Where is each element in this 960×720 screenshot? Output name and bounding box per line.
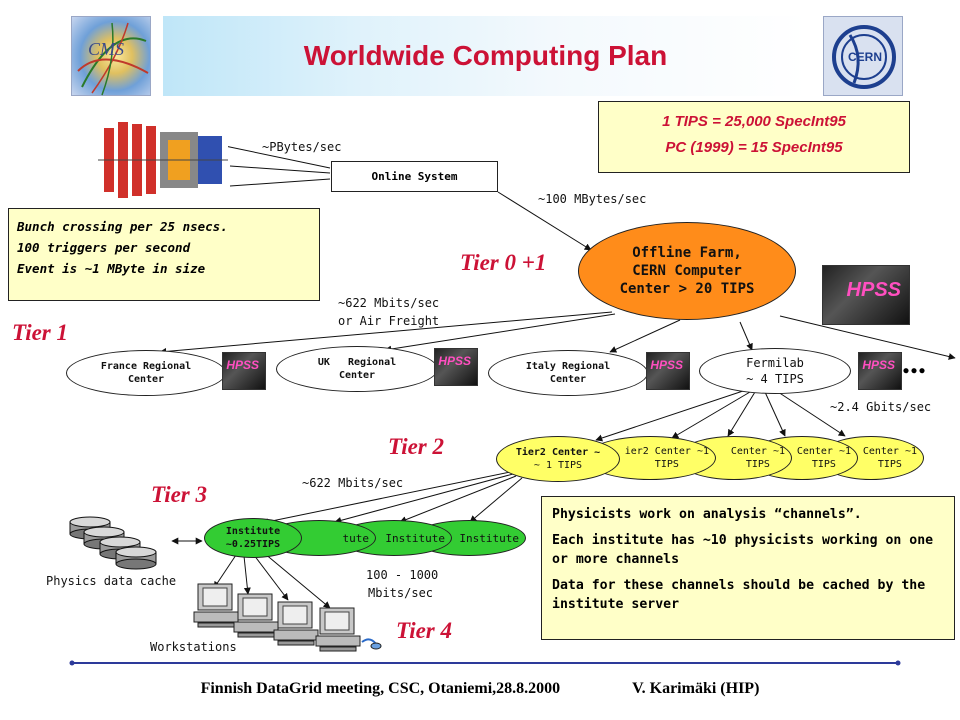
server-icon: HPSS: [646, 352, 690, 390]
tier-3-label: Tier 3: [151, 482, 207, 507]
institute-label: Institute: [385, 531, 445, 545]
center-line-1: UK Regional: [317, 357, 397, 368]
center-line-2: TIPS: [877, 459, 902, 470]
bunch-line-3: Event is ~1 MByte in size: [17, 261, 206, 276]
tier-4-label: Tier 4: [396, 618, 452, 643]
pbytes-label: ~PBytes/sec: [262, 140, 342, 154]
server-icon: HPSS: [222, 352, 266, 390]
workstations-label: Workstations: [150, 640, 237, 654]
gbits-24-label: ~2.4 Gbits/sec: [830, 400, 932, 414]
physics-data-cache-label: Physics data cache: [46, 574, 177, 588]
footer-author: V. Karimäki (HIP): [632, 680, 760, 697]
center-line-2: TIPS: [654, 459, 679, 470]
institute-node-main: Institute ~0.25TIPS: [204, 518, 302, 558]
bunch-line-2: 100 triggers per second: [17, 240, 191, 255]
institute-line-2: ~0.25TIPS: [225, 539, 281, 550]
offline-farm-line-3: Center > 20 TIPS: [619, 281, 755, 297]
offline-farm-line-2: CERN Computer: [632, 263, 742, 279]
disk-stack-icon: [68, 516, 168, 572]
hpss-label: HPSS: [650, 358, 683, 372]
offline-farm-line-1: Offline Farm,: [632, 245, 742, 261]
mbytes-100-label: ~100 MBytes/sec: [538, 192, 647, 206]
offline-farm-node: Offline Farm, CERN Computer Center > 20 …: [578, 222, 796, 320]
tier-0-label: Tier 0 +1: [460, 250, 547, 275]
center-line-1: Center ~1: [796, 446, 851, 457]
event-rate-box: Bunch crossing per 25 nsecs. 100 trigger…: [8, 208, 320, 301]
center-line-1: ier2 Center ~1: [624, 446, 709, 457]
center-line-1: Center ~1: [730, 446, 785, 457]
title-banner: Worldwide Computing Plan: [163, 16, 808, 96]
physicists-paragraph-3: Data for these channels should be cached…: [552, 578, 926, 612]
workstation-icon: [272, 600, 322, 646]
center-line-1: Tier2 Center ~: [515, 447, 601, 458]
tier2-center-main: Tier2 Center ~ ~ 1 TIPS: [496, 436, 620, 482]
online-system-label: Online System: [371, 170, 458, 183]
workstation-icon: [232, 592, 282, 638]
center-line-2: ~ 1 TIPS: [533, 460, 583, 471]
hpss-label: HPSS: [438, 354, 471, 368]
center-line-1: Fermilab: [746, 356, 804, 370]
tier-1-label: Tier 1: [12, 320, 68, 345]
server-icon: HPSS: [858, 352, 902, 390]
physicists-info-box: Physicists work on analysis “channels”. …: [541, 496, 955, 640]
tips-definition-box: 1 TIPS = 25,000 SpecInt95 PC (1999) = 15…: [598, 101, 910, 173]
page-title: Worldwide Computing Plan: [303, 40, 668, 71]
bunch-line-1: Bunch crossing per 25 nsecs.: [17, 219, 228, 234]
hpss-label: HPSS: [226, 358, 259, 372]
center-line-2: ~ 4 TIPS: [746, 372, 804, 386]
mbits-100-1000-unit-label: Mbits/sec: [368, 586, 434, 600]
center-line-2: Center: [338, 370, 376, 381]
institute-line-1: Institute: [225, 526, 281, 537]
physicists-paragraph-2: Each institute has ~10 physicists workin…: [552, 533, 934, 567]
more-centers-ellipsis: ...: [902, 344, 926, 380]
center-line-1: Center ~1: [862, 446, 917, 457]
tier1-center-fermilab: Fermilab ~ 4 TIPS: [699, 348, 851, 394]
online-system-box: Online System: [331, 161, 498, 192]
mbits-622-label: ~622 Mbits/sec: [338, 296, 440, 310]
footer-meeting: Finnish DataGrid meeting, CSC, Otaniemi,…: [200, 680, 561, 697]
mbits-100-1000-label: 100 - 1000: [366, 568, 439, 582]
svg-text:CERN: CERN: [848, 50, 882, 64]
center-line-2: TIPS: [811, 459, 836, 470]
hpss-label: HPSS: [846, 279, 901, 301]
hpss-label: HPSS: [862, 358, 895, 372]
center-line-2: TIPS: [745, 459, 770, 470]
server-icon: HPSS: [822, 265, 910, 325]
tips-line-2: PC (1999) = 15 SpecInt95: [665, 139, 843, 156]
footer: Finnish DataGrid meeting, CSC, Otaniemi,…: [0, 680, 960, 698]
workstation-icon: [192, 582, 242, 628]
physicists-paragraph-1: Physicists work on analysis “channels”.: [552, 507, 862, 522]
center-line-1: Italy Regional: [525, 361, 611, 372]
tips-line-1: 1 TIPS = 25,000 SpecInt95: [662, 113, 846, 130]
server-icon: HPSS: [434, 348, 478, 386]
mbits-622-tier2-label: ~622 Mbits/sec: [302, 476, 404, 490]
workstation-icon: [314, 606, 384, 652]
air-freight-label: or Air Freight: [338, 314, 440, 328]
svg-text:CMS: CMS: [88, 39, 124, 59]
center-line-1: France Regional: [100, 361, 192, 372]
center-line-2: Center: [127, 374, 165, 385]
cms-logo: CMS: [71, 16, 151, 96]
institute-label: tute: [342, 531, 370, 545]
institute-label: Institute: [459, 531, 519, 545]
cern-logo: CERN: [823, 16, 903, 96]
tier-2-label: Tier 2: [388, 434, 444, 459]
center-line-2: Center: [549, 374, 587, 385]
detector-image: [98, 114, 228, 206]
